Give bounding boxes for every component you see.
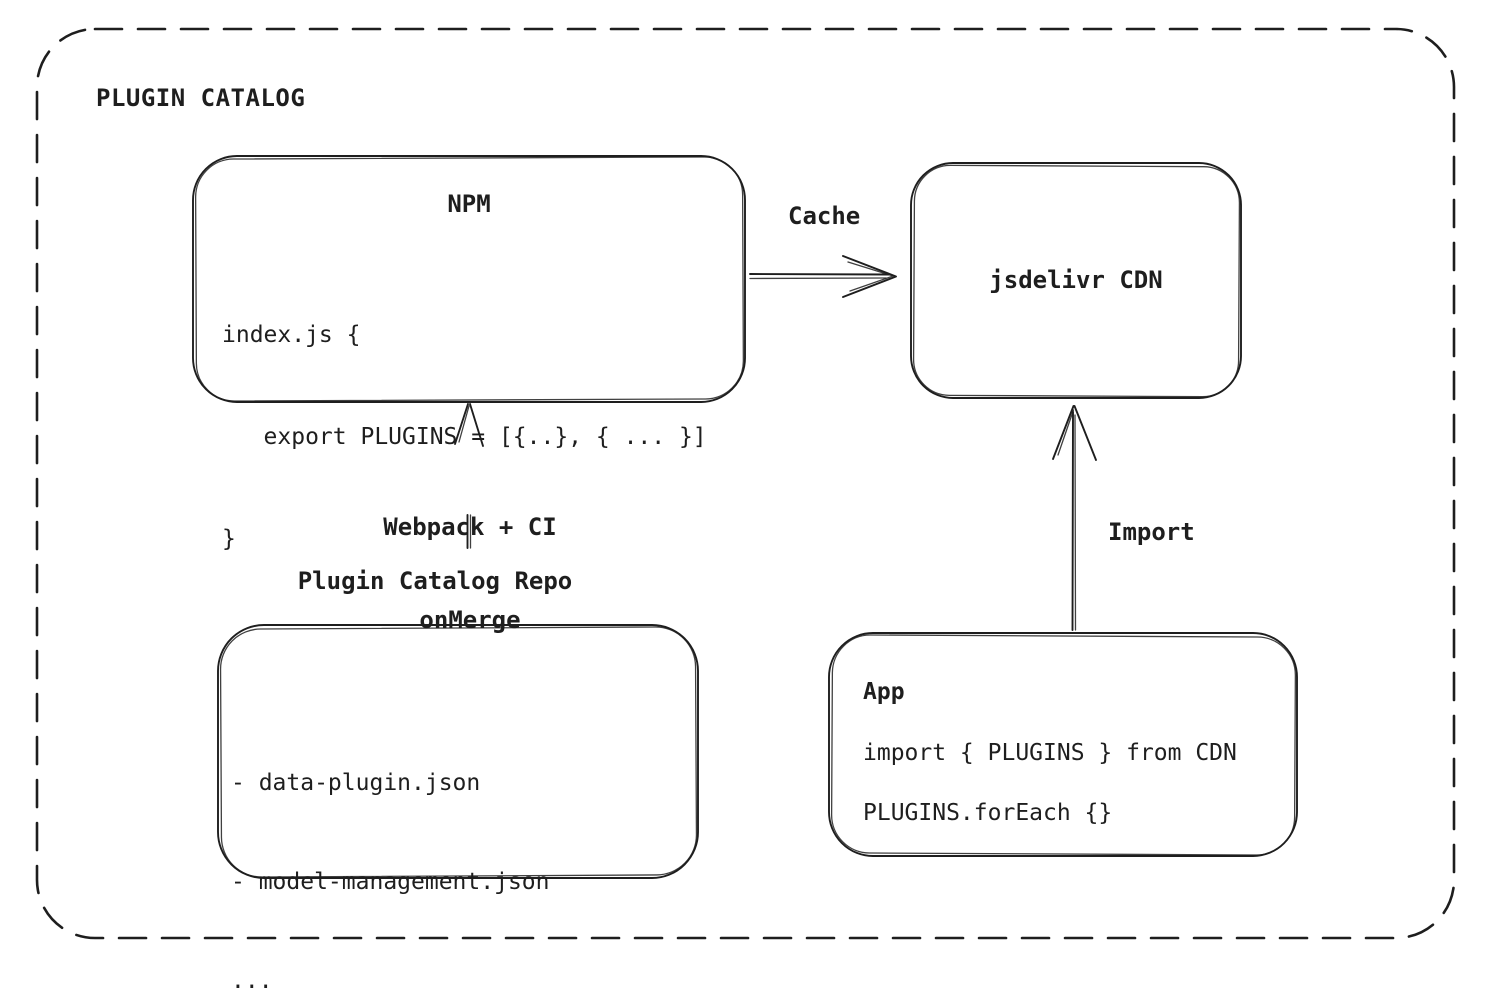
app-box	[828, 632, 1298, 857]
repo-file-list: - data-plugin.json - model-management.js…	[231, 701, 550, 1002]
npm-code-line-3: }	[222, 526, 236, 552]
import-arrow-label: Import	[1108, 518, 1195, 546]
repo-file-item: - data-plugin.json	[231, 770, 481, 796]
app-code-line-2: PLUGINS.forEach {}	[863, 800, 1113, 826]
app-code-line-1: import { PLUGINS } from CDN	[863, 740, 1237, 766]
repo-box-title: Plugin Catalog Repo	[297, 567, 573, 595]
npm-box-title: NPM	[447, 190, 491, 218]
app-box-title: App	[863, 679, 905, 705]
npm-box	[192, 155, 746, 403]
npm-code-block: index.js { export PLUGINS = [{..}, { ...…	[222, 250, 707, 624]
webpack-arrow-label-line-2: onMerge	[419, 606, 521, 634]
webpack-arrow-label-line-1: Webpack + CI	[383, 513, 557, 541]
import-arrow	[1052, 405, 1097, 631]
cache-arrow	[749, 255, 897, 298]
repo-box	[217, 624, 699, 879]
webpack-arrow	[454, 403, 484, 549]
diagram-title: PLUGIN CATALOG	[96, 84, 306, 112]
cdn-box-label: jsdelivr CDN	[989, 266, 1163, 294]
repo-file-item: ...	[231, 968, 273, 994]
npm-code-line-2: export PLUGINS = [{..}, { ... }]	[222, 424, 707, 450]
plugin-catalog-container-border	[35, 27, 1456, 940]
npm-code-line-1: index.js {	[222, 322, 361, 348]
cdn-box	[910, 162, 1242, 399]
repo-file-item: - model-management.json	[231, 869, 550, 895]
cache-arrow-label: Cache	[788, 202, 861, 230]
webpack-arrow-label: Webpack + CI onMerge	[320, 450, 620, 698]
